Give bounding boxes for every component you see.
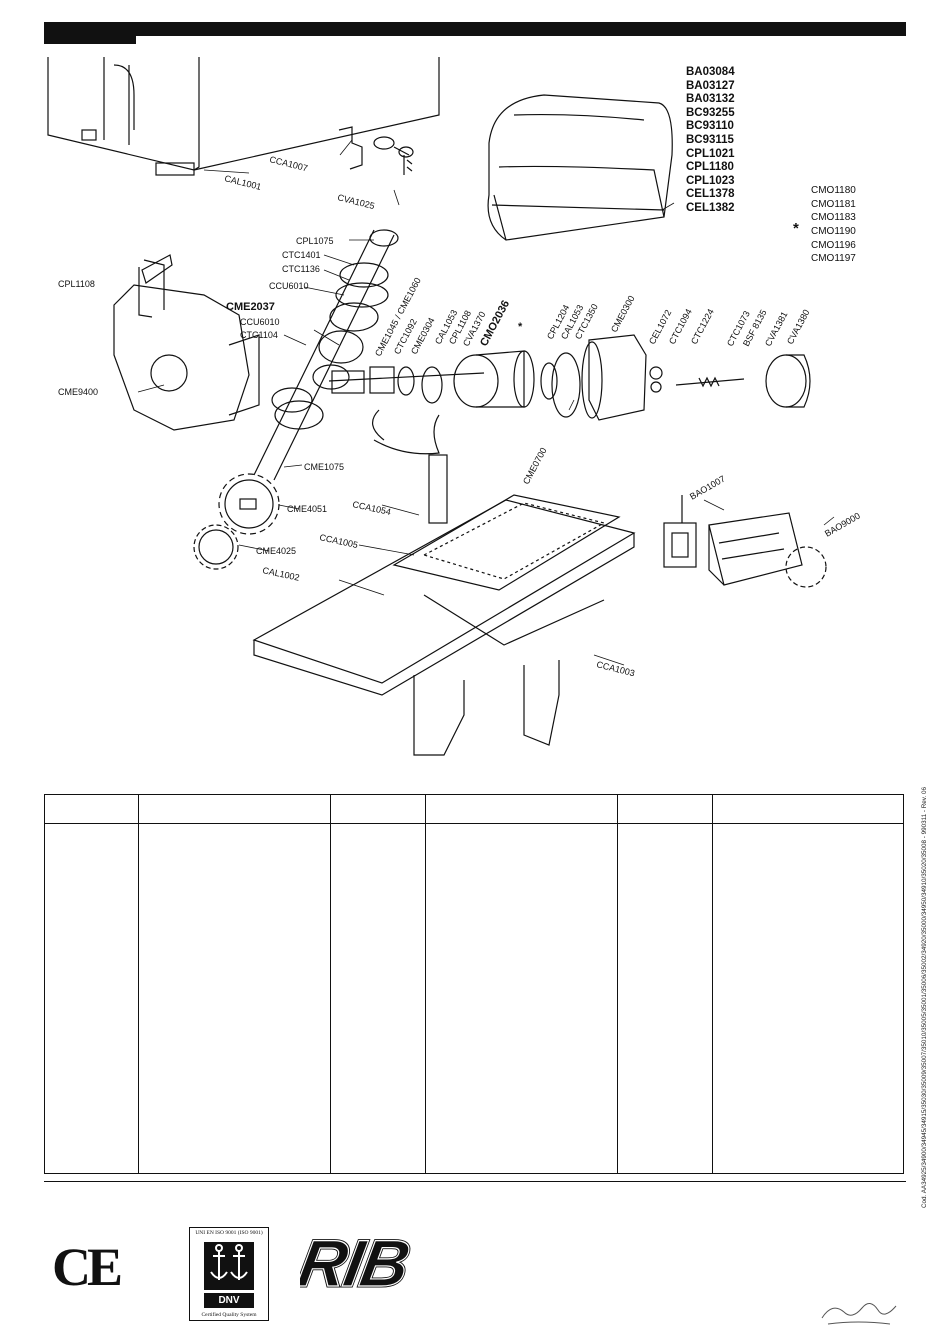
- label-cme1075: CME1075: [304, 462, 344, 472]
- part-code: BC93115: [686, 133, 734, 146]
- circuit-board-drawing: [663, 495, 827, 588]
- part-code: CPL1021: [686, 147, 735, 160]
- label-cme9400: CME9400: [58, 387, 98, 397]
- logo-text-outline: RIB: [300, 1227, 413, 1296]
- header-tab: [44, 22, 136, 44]
- part-code: CPL1180: [686, 161, 734, 174]
- label-cal1001: CAL1001: [224, 173, 263, 192]
- table-column-divider: [425, 795, 426, 1173]
- key-lock-drawing: [338, 126, 414, 175]
- leader-lines: [137, 139, 835, 666]
- label-star: *: [518, 321, 523, 333]
- gears-drawing: [193, 473, 280, 570]
- motor-parts-drawing: [328, 334, 811, 421]
- signature-mark: [821, 1303, 897, 1325]
- label-cpl1075: CPL1075: [296, 236, 334, 246]
- part-code: BC93255: [686, 106, 735, 119]
- table-column-divider: [330, 795, 331, 1173]
- iso-certification-badge: UNI EN ISO 9001 (ISO 9001) DNV Certified…: [189, 1227, 269, 1321]
- table-column-divider: [712, 795, 713, 1173]
- label-cca1005: CCA1005: [319, 532, 359, 550]
- label-bao9000: BAO9000: [823, 511, 862, 539]
- part-code: CPL1023: [686, 174, 735, 187]
- rib-logo: RIB RIB: [300, 1226, 415, 1296]
- base-plate-drawing: [252, 409, 636, 756]
- label-ctc1136: CTC1136: [282, 264, 320, 274]
- label-ctc1104: CTC1104: [240, 330, 278, 340]
- label-cal1002: CAL1002: [262, 565, 301, 583]
- bracket-drawing: [141, 254, 173, 284]
- label-cca1007: CCA1007: [269, 154, 309, 173]
- part-code: CEL1378: [686, 188, 735, 201]
- table-column-divider: [617, 795, 618, 1173]
- parts-table: [44, 794, 904, 1174]
- document-code: Cod. AA34925/34900/34945/34915/35030/350…: [921, 787, 928, 1208]
- label-ccu6010: CCU6010: [269, 281, 309, 291]
- part-code: BA03127: [686, 79, 735, 92]
- part-code: CEL1382: [686, 201, 735, 214]
- motor-code: CMO1196: [811, 239, 856, 251]
- star-marker: *: [793, 220, 799, 238]
- motor-code: CMO1181: [811, 198, 856, 210]
- header-bar: [44, 22, 906, 36]
- motor-code: CMO1197: [811, 253, 856, 265]
- gear-shaft-drawing: [253, 229, 399, 481]
- label-cmo2036: CMO2036: [478, 299, 512, 349]
- label-cca1054: CCA1054: [352, 499, 392, 517]
- label-ccu6010-b: CCU6010: [240, 317, 280, 327]
- label-bao1007: BAO1007: [688, 474, 727, 502]
- anchor-icon: [204, 1242, 254, 1290]
- motor-code-starred: * CMO1190: [793, 221, 856, 239]
- cert-standard-text: UNI EN ISO 9001 (ISO 9001): [195, 1230, 263, 1236]
- cert-caption: Certified Quality System: [201, 1312, 257, 1318]
- part-code-list: BA03084 BA03127 BA03132 BC93255 BC93110 …: [686, 66, 735, 216]
- motor-code: CMO1183: [811, 212, 856, 224]
- label-cme4025: CME4025: [256, 546, 296, 556]
- label-cme0300: CME0300: [609, 294, 637, 334]
- control-box-drawing: [487, 94, 673, 241]
- label-cva1380: CVA1380: [785, 308, 812, 346]
- motor-code: CMO1190: [811, 226, 856, 238]
- label-cme4051: CME4051: [287, 504, 327, 514]
- exploded-parts-diagram: CCA1007 CAL1001 CVA1025 CPL1075 CTC1401 …: [47, 57, 862, 756]
- motor-code: CMO1180: [811, 185, 856, 196]
- label-cme2037: CME2037: [226, 301, 275, 313]
- table-header-row: [45, 795, 903, 824]
- motor-housing-drawing: [47, 57, 440, 176]
- table-column-divider: [138, 795, 139, 1173]
- gearbox-drawing: [113, 259, 260, 431]
- dnv-label: DNV: [204, 1293, 254, 1308]
- motor-code-list: CMO1180 CMO1181 CMO1183 * CMO1190 CMO1196…: [793, 184, 856, 266]
- ce-mark: CE: [52, 1237, 123, 1297]
- label-cpl1108: CPL1108: [58, 279, 95, 289]
- logo-text: RIB: [300, 1227, 413, 1296]
- label-cva1025: CVA1025: [337, 192, 376, 211]
- part-code: BA03132: [686, 93, 735, 106]
- label-cme0700: CME0700: [521, 446, 549, 486]
- label-ctc1401: CTC1401: [282, 250, 321, 260]
- footer-divider: [44, 1181, 906, 1182]
- part-code: BA03084: [686, 66, 735, 78]
- part-code: BC93110: [686, 120, 734, 133]
